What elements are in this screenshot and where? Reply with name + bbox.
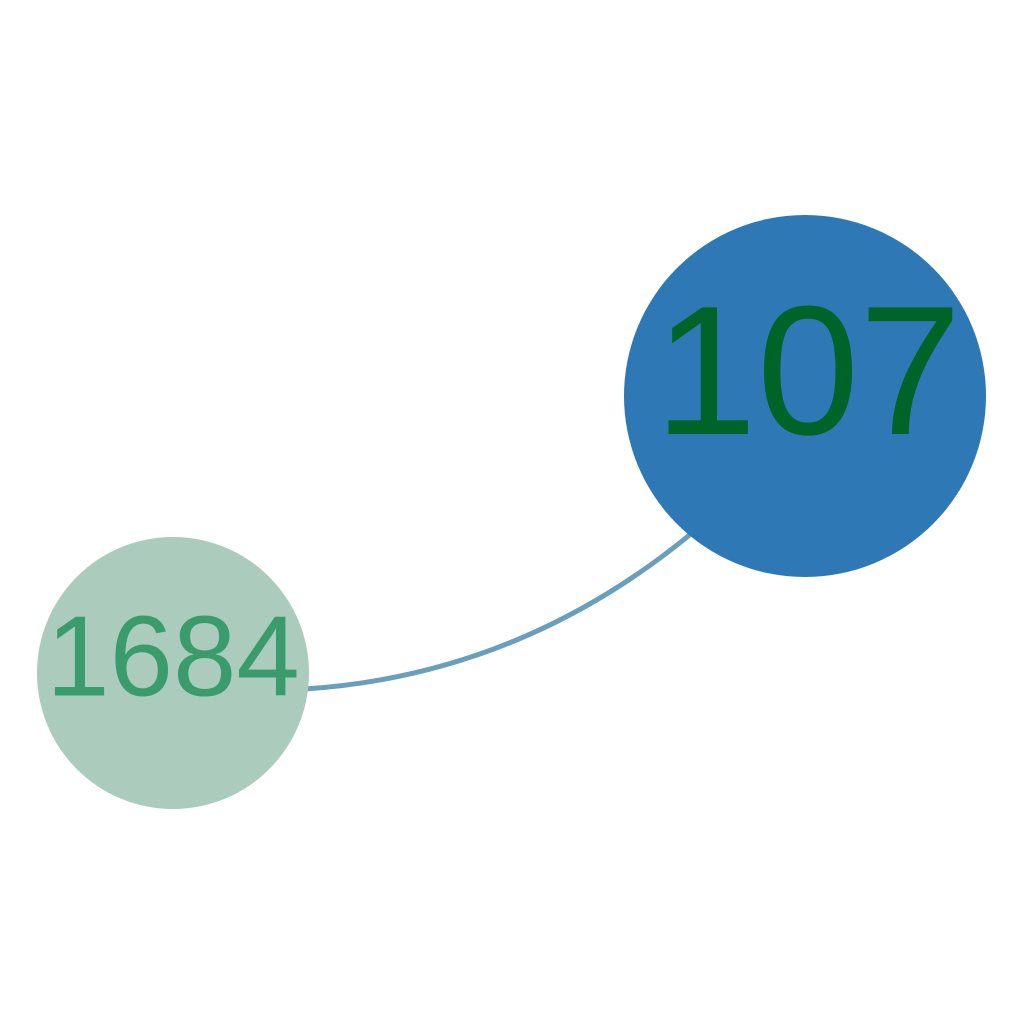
node-1684-label: 1684 xyxy=(46,594,300,721)
node-1684-circle xyxy=(37,537,309,809)
edge-1684-107 xyxy=(302,530,695,692)
node-107[interactable]: 107 xyxy=(624,215,986,577)
node-107-label: 107 xyxy=(655,267,962,473)
node-107-circle xyxy=(624,215,986,577)
node-1684[interactable]: 1684 xyxy=(37,537,309,809)
